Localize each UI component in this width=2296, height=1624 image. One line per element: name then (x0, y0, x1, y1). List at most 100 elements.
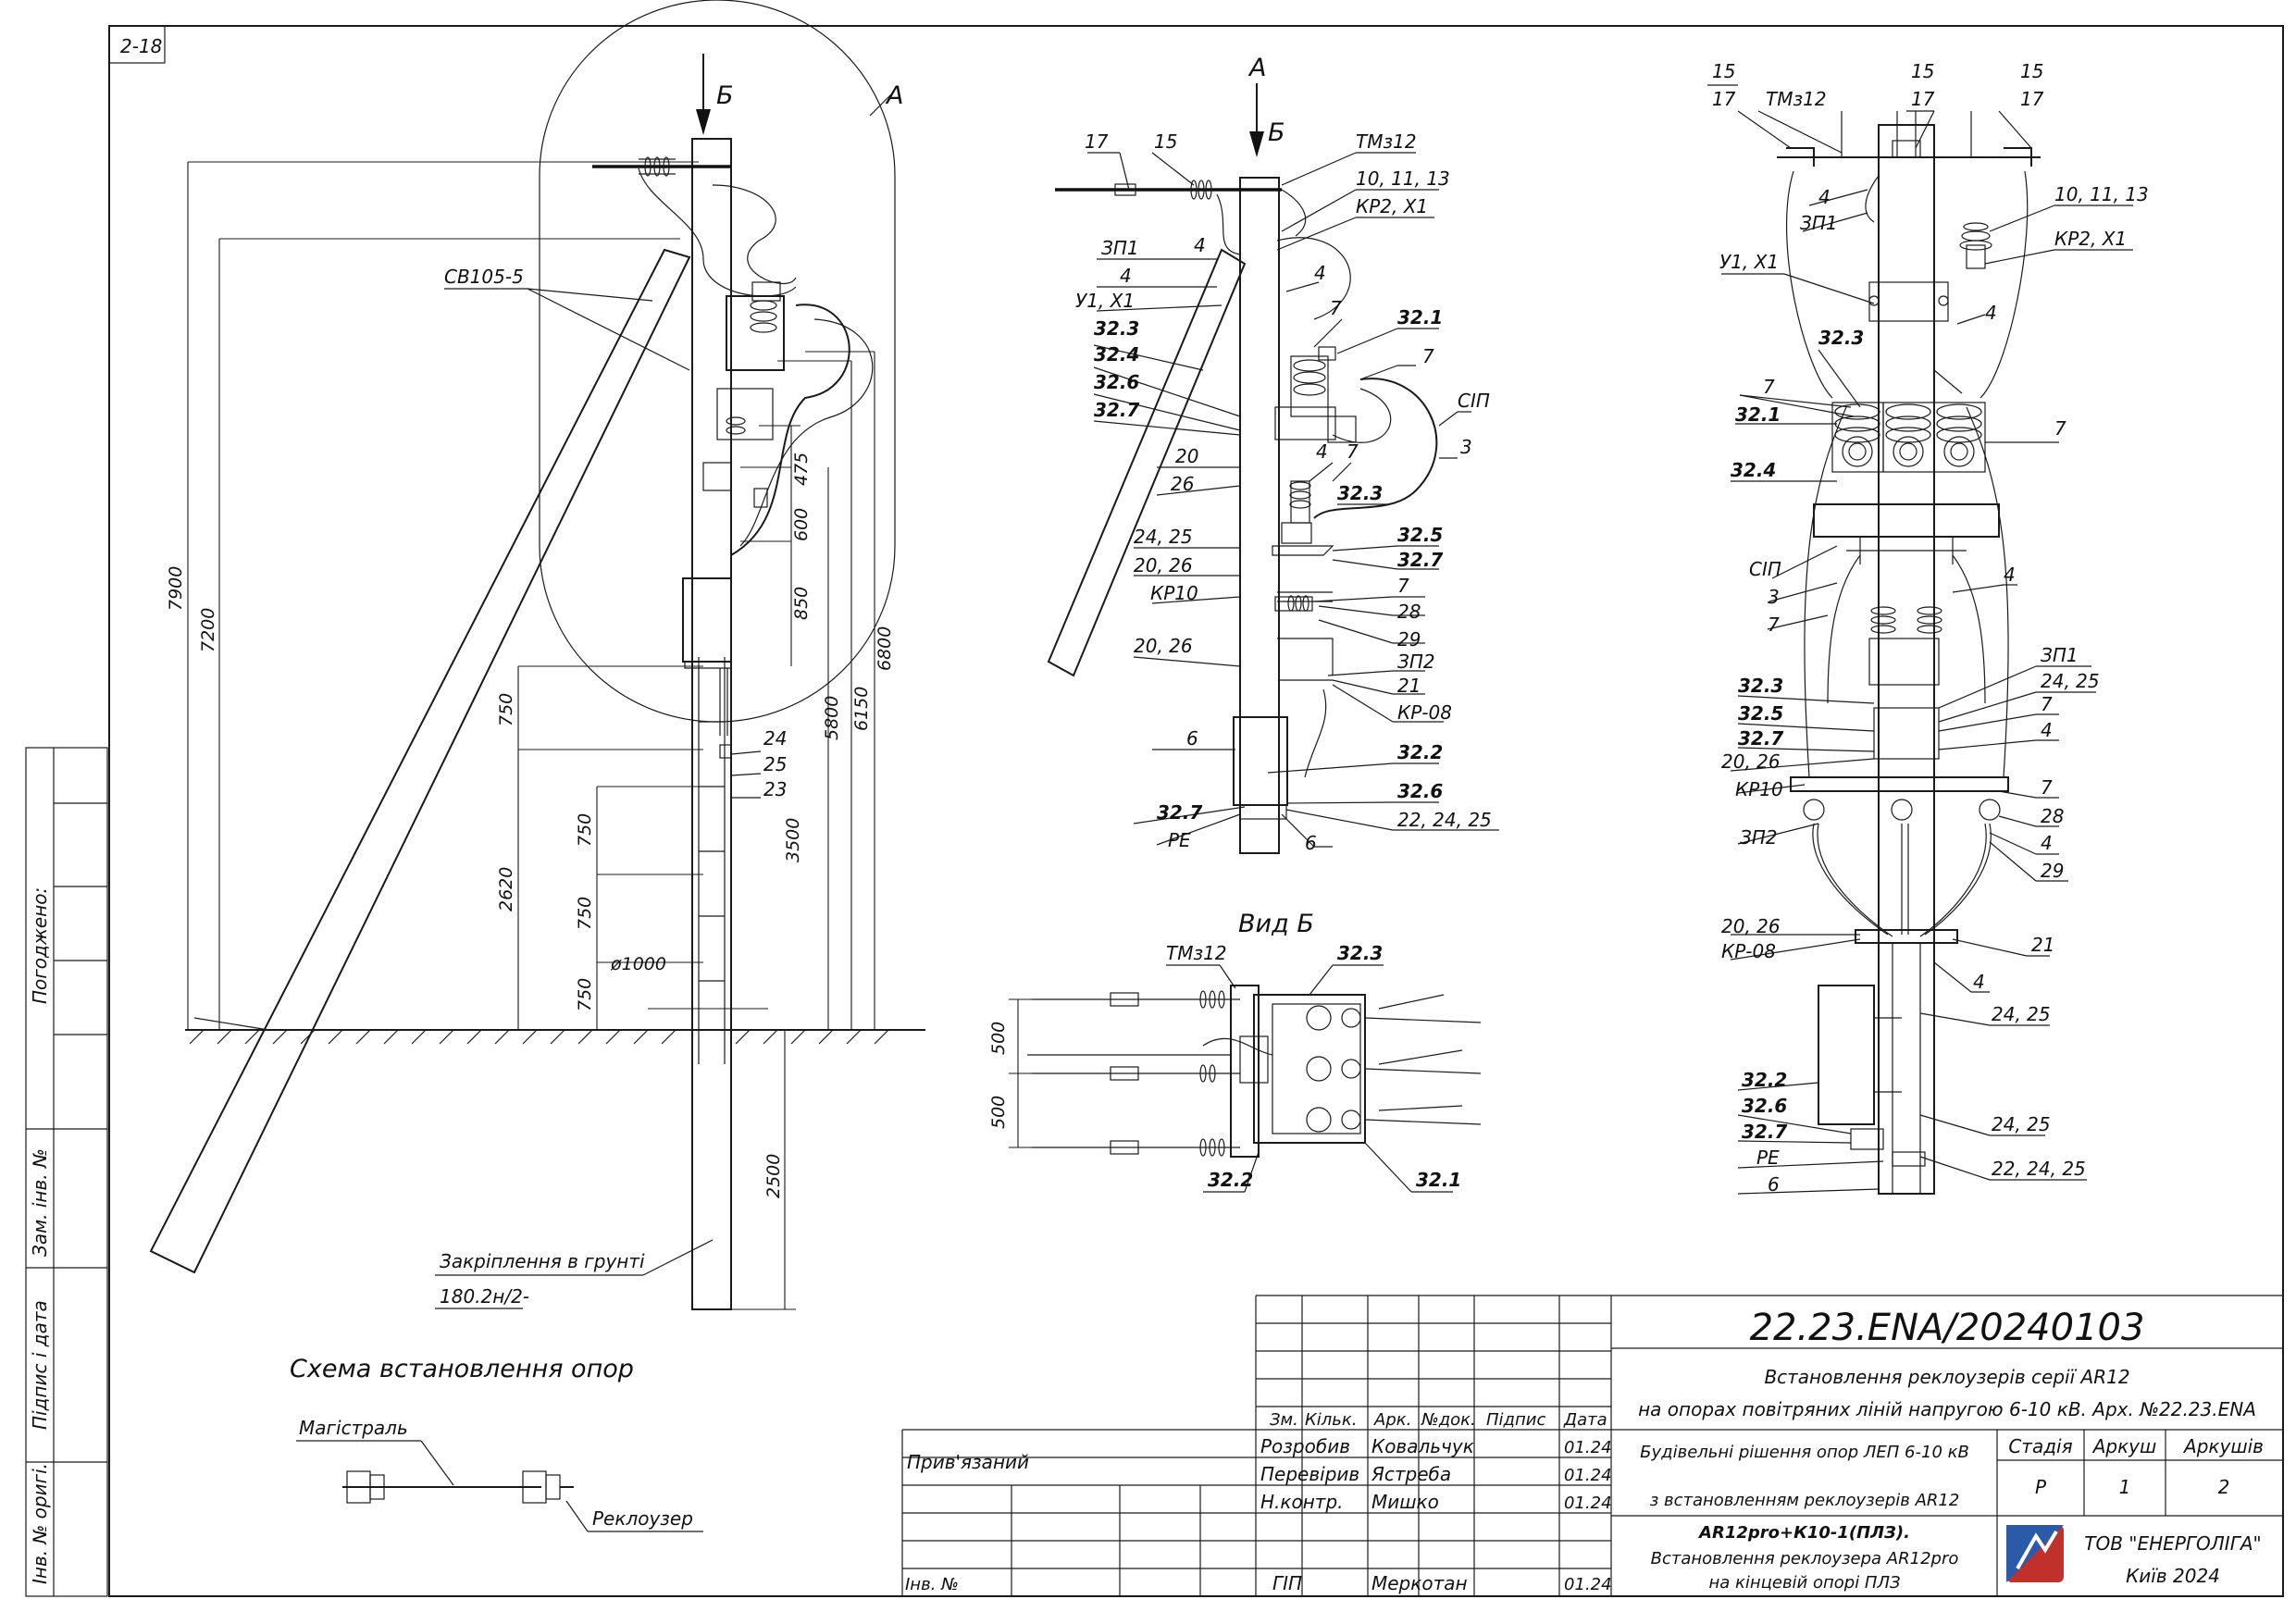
v2-lbl-32-1: 32.1 (1397, 306, 1443, 329)
v2-lbl-32-3: 32.3 (1094, 317, 1139, 340)
strut-pole (149, 248, 691, 1274)
sheet-frame (108, 25, 2284, 1597)
v3-top-15b: 15 (1911, 60, 1934, 82)
sheet-code-box (108, 25, 166, 64)
v2-lbl-32-5: 32.5 (1397, 524, 1443, 546)
doc-number: 22.23.ENA/20240103 (1750, 1307, 2145, 1349)
date-gip: 01.24 (1564, 1575, 1612, 1594)
v2-lbl-32-6b: 32.6 (1397, 780, 1443, 802)
v2-lbl-32-4: 32.4 (1094, 343, 1139, 366)
v3-left-32-6: 32.6 (1742, 1095, 1787, 1117)
v3-top-17b: 17 (1911, 88, 1935, 110)
drawing-line2: Встановлення реклоузера AR12pro (1651, 1549, 1959, 1568)
v3-top-tmz12: ТМз12 (1766, 88, 1827, 110)
detail-a-label: А (885, 81, 903, 110)
main-pole (691, 138, 732, 1310)
date-normcontrol: 01.24 (1564, 1494, 1612, 1513)
inv-no-label: Інв. № (905, 1575, 959, 1594)
name-developed: Ковальчук (1371, 1435, 1474, 1457)
vb-lbl-32-1: 32.1 (1416, 1169, 1461, 1191)
v2-lbl-32-7: 32.7 (1094, 399, 1139, 421)
v2-lbl-zp1: ЗП1 (1101, 237, 1139, 259)
recloser-body (726, 295, 785, 371)
role-normcontrol: Н.контр. (1260, 1491, 1344, 1513)
v3-left-32-3b: 32.3 (1738, 675, 1783, 697)
dim-7200: 7200 (198, 608, 218, 652)
sheets-header: Аркушів (2182, 1435, 2264, 1457)
sheet-value: 1 (2119, 1476, 2131, 1498)
v3-left-sip: СІП (1749, 558, 1781, 580)
v3-right-4e: 4 (1973, 971, 1985, 993)
vb-dim-500a: 500 (988, 1022, 1009, 1055)
side-view: 15 17 ТМз12 15 17 15 17 (1707, 60, 2149, 1196)
ground-ref-label: 180.2н/2- (440, 1285, 529, 1308)
dim-750-b: 750 (575, 897, 595, 930)
v2-lbl-kr2: КР2, Х1 (1356, 195, 1428, 217)
replace-inv-label: Зам. інв. № (29, 1148, 51, 1257)
sheets-value: 2 (2218, 1476, 2230, 1498)
col-date: Дата (1563, 1410, 1607, 1430)
stage-value: Р (2035, 1476, 2047, 1498)
dim-5800: 5800 (822, 696, 842, 740)
drawing-line1: AR12pro+К10-1(ПЛЗ). (1697, 1523, 1910, 1543)
dim-475: 475 (791, 452, 812, 486)
dim-600: 600 (791, 508, 812, 541)
v2-lbl-24-25: 24, 25 (1134, 526, 1193, 548)
v2-lbl-re: РЕ (1168, 829, 1191, 851)
dim-750-top: 750 (496, 693, 516, 726)
v3-left-20-26a: 20, 26 (1721, 750, 1781, 773)
v2-lbl-32-7b: 32.7 (1157, 801, 1202, 824)
vb-lbl-32-3: 32.3 (1337, 942, 1383, 964)
v3-top-17a: 17 (1712, 88, 1736, 110)
v3-right-10-11-13: 10, 11, 13 (2054, 183, 2149, 205)
v3-top-17c: 17 (2020, 88, 2044, 110)
v3-left-7a: 7 (1763, 376, 1775, 398)
v3-right-28: 28 (2041, 805, 2064, 827)
v2-lbl-4a: 4 (1120, 265, 1132, 287)
v2-lbl-17: 17 (1085, 130, 1109, 153)
company-logo (2006, 1525, 2064, 1582)
v2-lbl-20-26a: 20, 26 (1134, 554, 1193, 576)
col-docno: №док. (1421, 1410, 1476, 1430)
v3-right-24-25b: 24, 25 (1992, 1003, 2051, 1025)
sv105-label: СВ105-5 (444, 266, 524, 288)
v3-left-kr08: КР-08 (1721, 940, 1776, 962)
v2-arrow-b: Б (1268, 118, 1285, 147)
col-sign: Підпис (1486, 1410, 1545, 1430)
col-sheet: Арк. (1373, 1410, 1411, 1430)
v3-right-7c: 7 (2041, 776, 2053, 799)
title-line2: на опорах повітряних ліній напругою 6-10… (1638, 1398, 2256, 1420)
v3-pole (1878, 124, 1935, 1195)
dim-750-a: 750 (575, 813, 595, 847)
drawing-line3: на кінцевій опорі ПЛЗ (1708, 1573, 1901, 1593)
v3-left-u1: У1, Х1 (1719, 251, 1779, 273)
dim-7900: 7900 (166, 566, 186, 611)
sheet-header: Аркуш (2091, 1435, 2157, 1457)
dim-diameter: ø1000 (610, 954, 666, 974)
col-qty: Кільк. (1305, 1410, 1358, 1430)
v3-left-7b: 7 (1768, 614, 1780, 636)
arrow-b-label: Б (716, 81, 734, 110)
v3-left-zp1: ЗП1 (1800, 212, 1838, 234)
v3-left-32-7a: 32.7 (1738, 727, 1783, 750)
v2-lbl-32-7c: 32.7 (1397, 549, 1443, 571)
v3-left-4a: 4 (1818, 186, 1831, 208)
left-approval-strip: Погоджено: Зам. інв. № Підпис і дата Інв… (25, 747, 108, 1597)
v2-lbl-tmz12: ТМз12 (1356, 130, 1417, 153)
orig-inv-label: Інв. № оригі. (29, 1463, 51, 1584)
v3-left-32-4: 32.4 (1731, 459, 1776, 481)
sign-date-label: Підпис і дата (29, 1300, 51, 1430)
v2-lbl-sip: СІП (1458, 390, 1490, 412)
scheme-main-line: Магістраль (299, 1417, 408, 1439)
v2-lbl-zp2: ЗП2 (1397, 651, 1435, 673)
role-checked: Перевірив (1260, 1463, 1359, 1485)
v3-left-32-1: 32.1 (1735, 403, 1781, 426)
v2-lbl-10-11-13: 10, 11, 13 (1356, 167, 1450, 190)
v3-right-4a: 4 (1985, 302, 1997, 324)
title-line1: Встановлення реклоузерів серії AR12 (1764, 1366, 2129, 1388)
dim-750-c: 750 (575, 978, 595, 1011)
v2-lbl-7a: 7 (1330, 297, 1342, 319)
item-24: 24 (763, 727, 787, 750)
role-developed: Розробив (1260, 1435, 1350, 1457)
dim-3500: 3500 (783, 818, 803, 862)
